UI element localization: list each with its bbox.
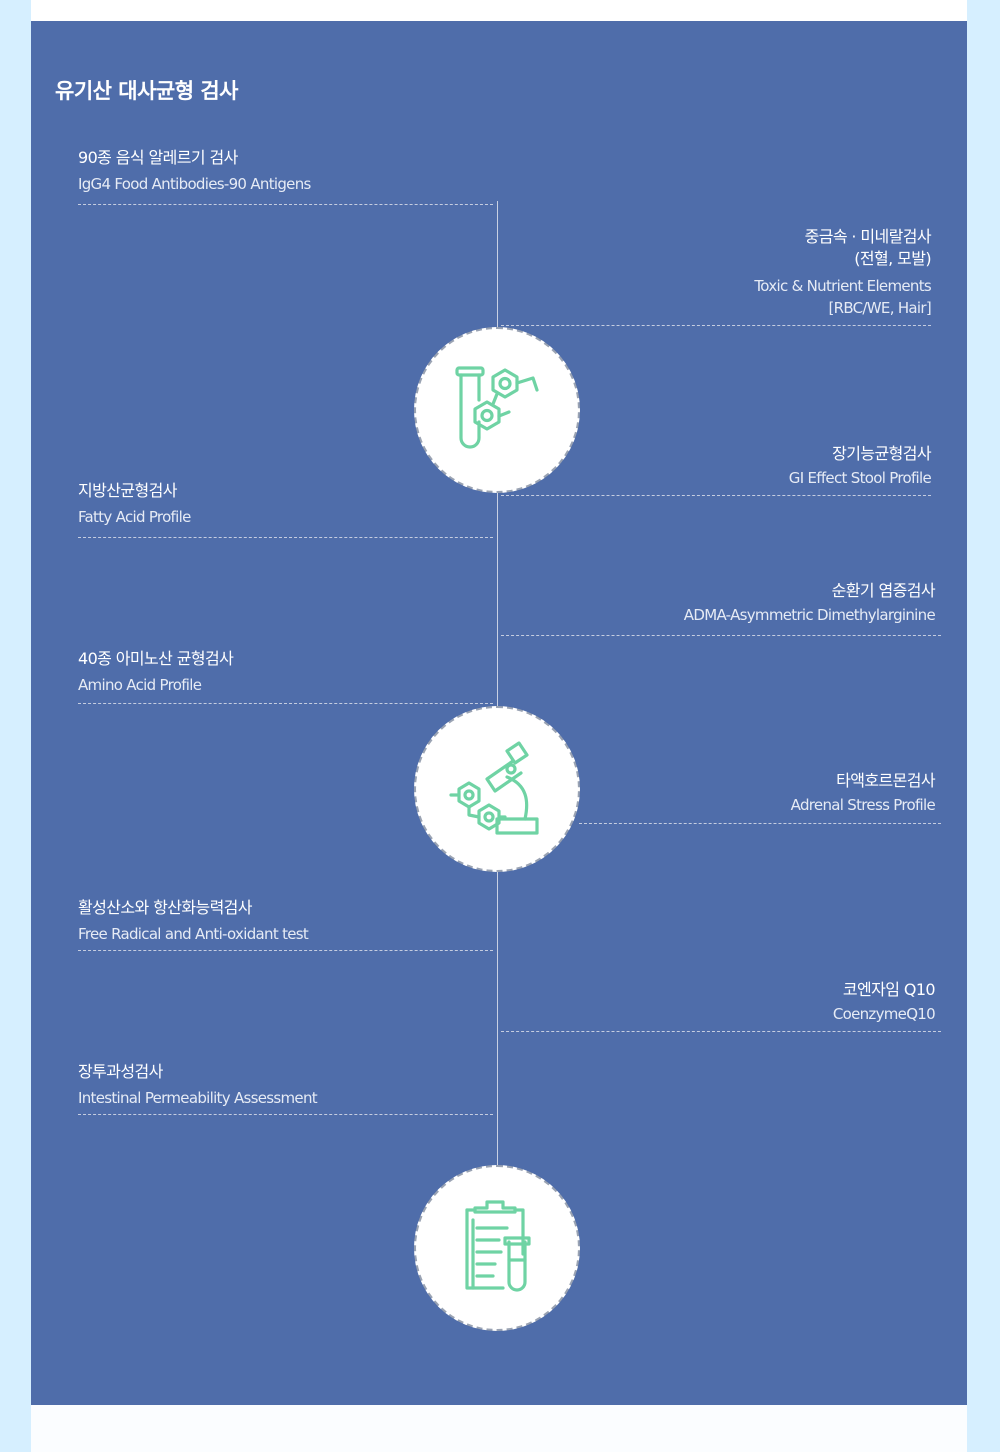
section-title: 유기산 대사균형 검사 — [55, 79, 239, 103]
test-name-en: Adrenal Stress Profile — [790, 796, 936, 814]
test-name-ko: 타액호르몬검사 — [836, 771, 935, 790]
test-name-en: Amino Acid Profile — [78, 676, 202, 694]
test-name-en: ADMA-Asymmetric Dimethylarginine — [683, 606, 936, 624]
timeline-line — [497, 201, 498, 1166]
test-name-ko: 90종 음식 알레르기 검사 — [78, 148, 238, 167]
divider — [78, 1114, 493, 1115]
test-item-adma: 순환기 염증검사 ADMA-Asymmetric Dimethylarginin… — [683, 580, 936, 626]
test-name-ko: 코엔자임 Q10 — [842, 980, 936, 999]
microscope-molecule-icon — [449, 741, 539, 835]
test-item-amino-acid: 40종 아미노산 균형검사 Amino Acid Profile — [78, 648, 234, 696]
clipboard-test-tube-icon-circle — [414, 1165, 580, 1331]
divider — [78, 703, 493, 704]
test-name-en: IgG4 Food Antibodies-90 Antigens — [78, 175, 311, 193]
divider — [501, 495, 931, 496]
test-tube-molecule-icon — [455, 366, 539, 449]
divider — [501, 1031, 941, 1032]
test-name-en: Fatty Acid Profile — [78, 508, 191, 526]
test-name-en: Intestinal Permeability Assessment — [78, 1089, 318, 1107]
test-name-en-line1: Toxic & Nutrient Elements — [754, 277, 931, 295]
test-name-ko-line2: (전혈, 모발) — [854, 249, 931, 268]
test-tube-molecule-icon-circle — [414, 327, 580, 493]
test-name-ko: 지방산균형검사 — [78, 481, 177, 500]
test-item-gi-effect: 장기능균형검사 GI Effect Stool Profile — [788, 443, 932, 489]
test-name-ko: 순환기 염증검사 — [831, 581, 936, 600]
test-name-ko: 장투과성검사 — [78, 1062, 163, 1081]
test-name-en: Free Radical and Anti-oxidant test — [78, 925, 309, 943]
divider — [501, 635, 941, 636]
test-name-ko-line1: 중금속 · 미네랄검사 — [804, 227, 932, 246]
test-list-panel: 유기산 대사균형 검사 90종 음식 알레르기 검사 IgG4 Food Ant… — [31, 21, 967, 1405]
test-name-en: GI Effect Stool Profile — [788, 469, 932, 487]
test-name-en-line2: [RBC/WE, Hair] — [828, 299, 931, 317]
divider — [579, 823, 941, 824]
divider — [78, 950, 493, 951]
test-item-intestinal: 장투과성검사 Intestinal Permeability Assessmen… — [78, 1061, 318, 1109]
test-name-ko: 장기능균형검사 — [832, 444, 931, 463]
test-item-fatty-acid: 지방산균형검사 Fatty Acid Profile — [78, 480, 191, 528]
test-item-coq10: 코엔자임 Q10 CoenzymeQ10 — [832, 979, 936, 1025]
test-name-ko: 활성산소와 항산화능력검사 — [78, 898, 253, 917]
test-item-adrenal: 타액호르몬검사 Adrenal Stress Profile — [790, 770, 936, 816]
test-name-ko: 40종 아미노산 균형검사 — [78, 649, 234, 668]
bottom-strip — [31, 1405, 967, 1452]
test-item-food-allergy: 90종 음식 알레르기 검사 IgG4 Food Antibodies-90 A… — [78, 147, 311, 195]
clipboard-test-tube-icon — [465, 1200, 531, 1292]
divider — [78, 537, 493, 538]
divider — [501, 325, 931, 326]
test-name-en: CoenzymeQ10 — [832, 1005, 936, 1023]
test-item-free-radical: 활성산소와 항산화능력검사 Free Radical and Anti-oxid… — [78, 897, 309, 945]
top-strip — [31, 0, 967, 21]
divider — [78, 204, 493, 205]
microscope-molecule-icon-circle — [414, 706, 580, 872]
test-item-heavy-metal: 중금속 · 미네랄검사 (전혈, 모발) Toxic & Nutrient El… — [754, 226, 931, 319]
